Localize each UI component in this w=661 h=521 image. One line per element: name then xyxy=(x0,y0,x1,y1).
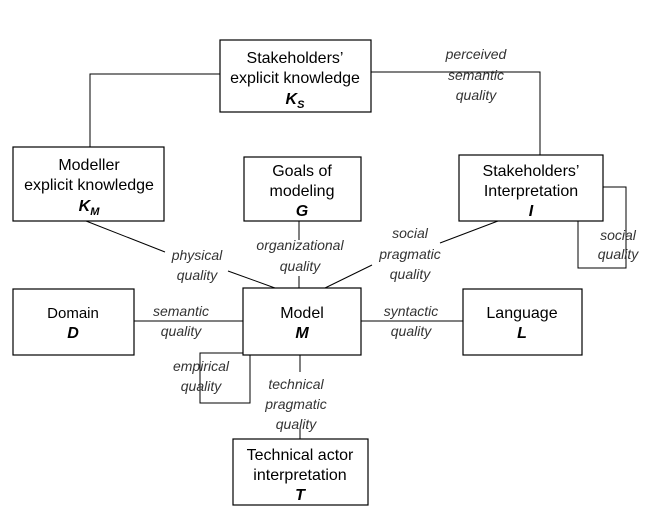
boxes xyxy=(12,39,604,506)
interpretation-symbol: I xyxy=(529,203,534,220)
box-model xyxy=(242,287,362,356)
stakeholders-explicit-line-1: Stakeholders’ xyxy=(247,50,344,67)
label-perceived-semantic-3: quality xyxy=(456,87,497,103)
label-perceived-semantic-1: perceived xyxy=(445,46,508,62)
label-semantic-1: semantic xyxy=(153,303,209,319)
label-social-2: quality xyxy=(598,246,639,262)
label-semantic-2: quality xyxy=(161,323,202,339)
technical-actor-line-1: Technical actor xyxy=(247,447,354,464)
modeller-explicit-symbol: KM xyxy=(79,198,101,218)
box-texts: Stakeholders’ explicit knowledge KS Mode… xyxy=(24,50,579,504)
domain-symbol: D xyxy=(67,325,79,342)
goals-symbol: G xyxy=(296,203,308,220)
box-stakeholders-explicit xyxy=(219,39,372,113)
connector-social-pragmatic xyxy=(439,220,499,244)
box-technical-actor xyxy=(232,438,369,506)
goals-line-2: modeling xyxy=(270,183,335,200)
connectors xyxy=(85,71,627,439)
modeller-explicit-line-1: Modeller xyxy=(58,157,120,174)
label-social-1: social xyxy=(600,227,637,243)
language-label: Language xyxy=(486,305,557,322)
connector-physical-2 xyxy=(227,270,276,289)
interpretation-line-1: Stakeholders’ xyxy=(483,163,580,180)
label-empirical-1: empirical xyxy=(173,358,230,374)
label-social-pragmatic-2: pragmatic xyxy=(378,246,440,262)
connector-physical xyxy=(85,220,166,253)
label-empirical-2: quality xyxy=(181,378,222,394)
label-organizational-1: organizational xyxy=(256,237,344,253)
box-modeller-explicit xyxy=(12,146,165,222)
label-technical-pragmatic-3: quality xyxy=(276,416,317,432)
stakeholders-explicit-line-2: explicit knowledge xyxy=(230,70,360,87)
model-label: Model xyxy=(280,305,324,322)
box-domain xyxy=(12,288,135,356)
label-technical-pragmatic-1: technical xyxy=(268,376,324,392)
label-technical-pragmatic-2: pragmatic xyxy=(264,396,326,412)
connector-empirical-loop xyxy=(199,352,251,404)
connector-social-loop xyxy=(577,186,627,269)
connector-social-pragmatic-2 xyxy=(324,264,373,289)
edge-labels: perceived semantic quality physical qual… xyxy=(153,46,639,432)
language-symbol: L xyxy=(517,325,527,342)
label-syntactic-1: syntactic xyxy=(384,303,438,319)
technical-actor-symbol: T xyxy=(295,487,306,504)
label-syntactic-2: quality xyxy=(391,323,432,339)
label-social-pragmatic-3: quality xyxy=(390,266,431,282)
box-language xyxy=(462,288,583,356)
stakeholders-explicit-symbol: KS xyxy=(286,91,306,111)
label-social-pragmatic-1: social xyxy=(392,225,429,241)
label-organizational-2: quality xyxy=(280,258,321,274)
goals-line-1: Goals of xyxy=(272,163,332,180)
box-stakeholders-interpretation xyxy=(458,154,604,222)
label-physical-2: quality xyxy=(177,267,218,283)
box-goals xyxy=(243,156,362,222)
model-symbol: M xyxy=(295,325,309,342)
technical-actor-line-2: interpretation xyxy=(253,467,346,484)
label-perceived-semantic-2: semantic xyxy=(448,67,504,83)
label-physical-1: physical xyxy=(171,247,223,263)
connector-stakeholders-modeller xyxy=(89,73,220,147)
modeller-explicit-line-2: explicit knowledge xyxy=(24,177,154,194)
domain-label: Domain xyxy=(47,305,99,322)
connector-perceived-semantic xyxy=(371,71,541,155)
interpretation-line-2: Interpretation xyxy=(484,183,578,200)
